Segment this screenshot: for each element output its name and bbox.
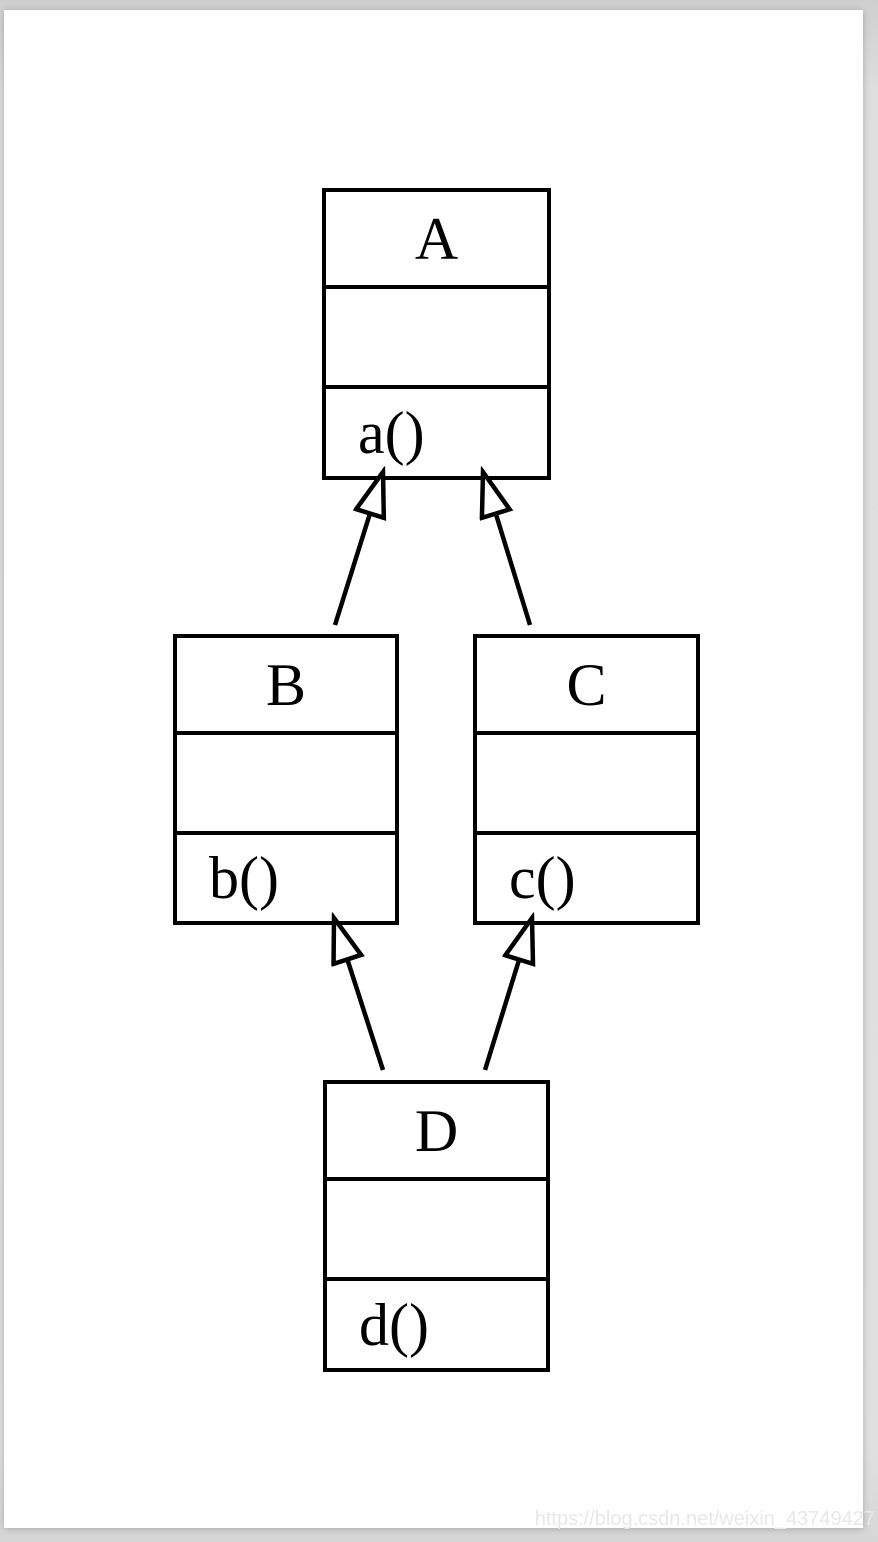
class-box-b: B b() bbox=[173, 634, 399, 925]
class-box-a: A a() bbox=[322, 188, 551, 480]
class-b-name: B bbox=[265, 651, 307, 718]
class-box-d: D d() bbox=[323, 1080, 550, 1372]
class-b-methods: b() bbox=[177, 831, 395, 921]
class-d-name: D bbox=[414, 1097, 459, 1164]
class-box-c: C c() bbox=[473, 634, 700, 925]
document-page: A a() B b() C c() D d() bbox=[4, 10, 863, 1528]
class-a-name: A bbox=[414, 205, 459, 272]
class-a-methods: a() bbox=[326, 385, 547, 476]
class-c-attributes bbox=[477, 731, 696, 831]
class-d-methods: d() bbox=[327, 1277, 546, 1368]
class-c-name: C bbox=[566, 651, 607, 718]
class-d-attributes bbox=[327, 1177, 546, 1277]
csdn-watermark: https://blog.csdn.net/weixin_43749427 bbox=[534, 1508, 875, 1530]
class-a-attributes bbox=[326, 285, 547, 385]
class-b-attributes bbox=[177, 731, 395, 831]
class-c-methods: c() bbox=[477, 831, 696, 921]
